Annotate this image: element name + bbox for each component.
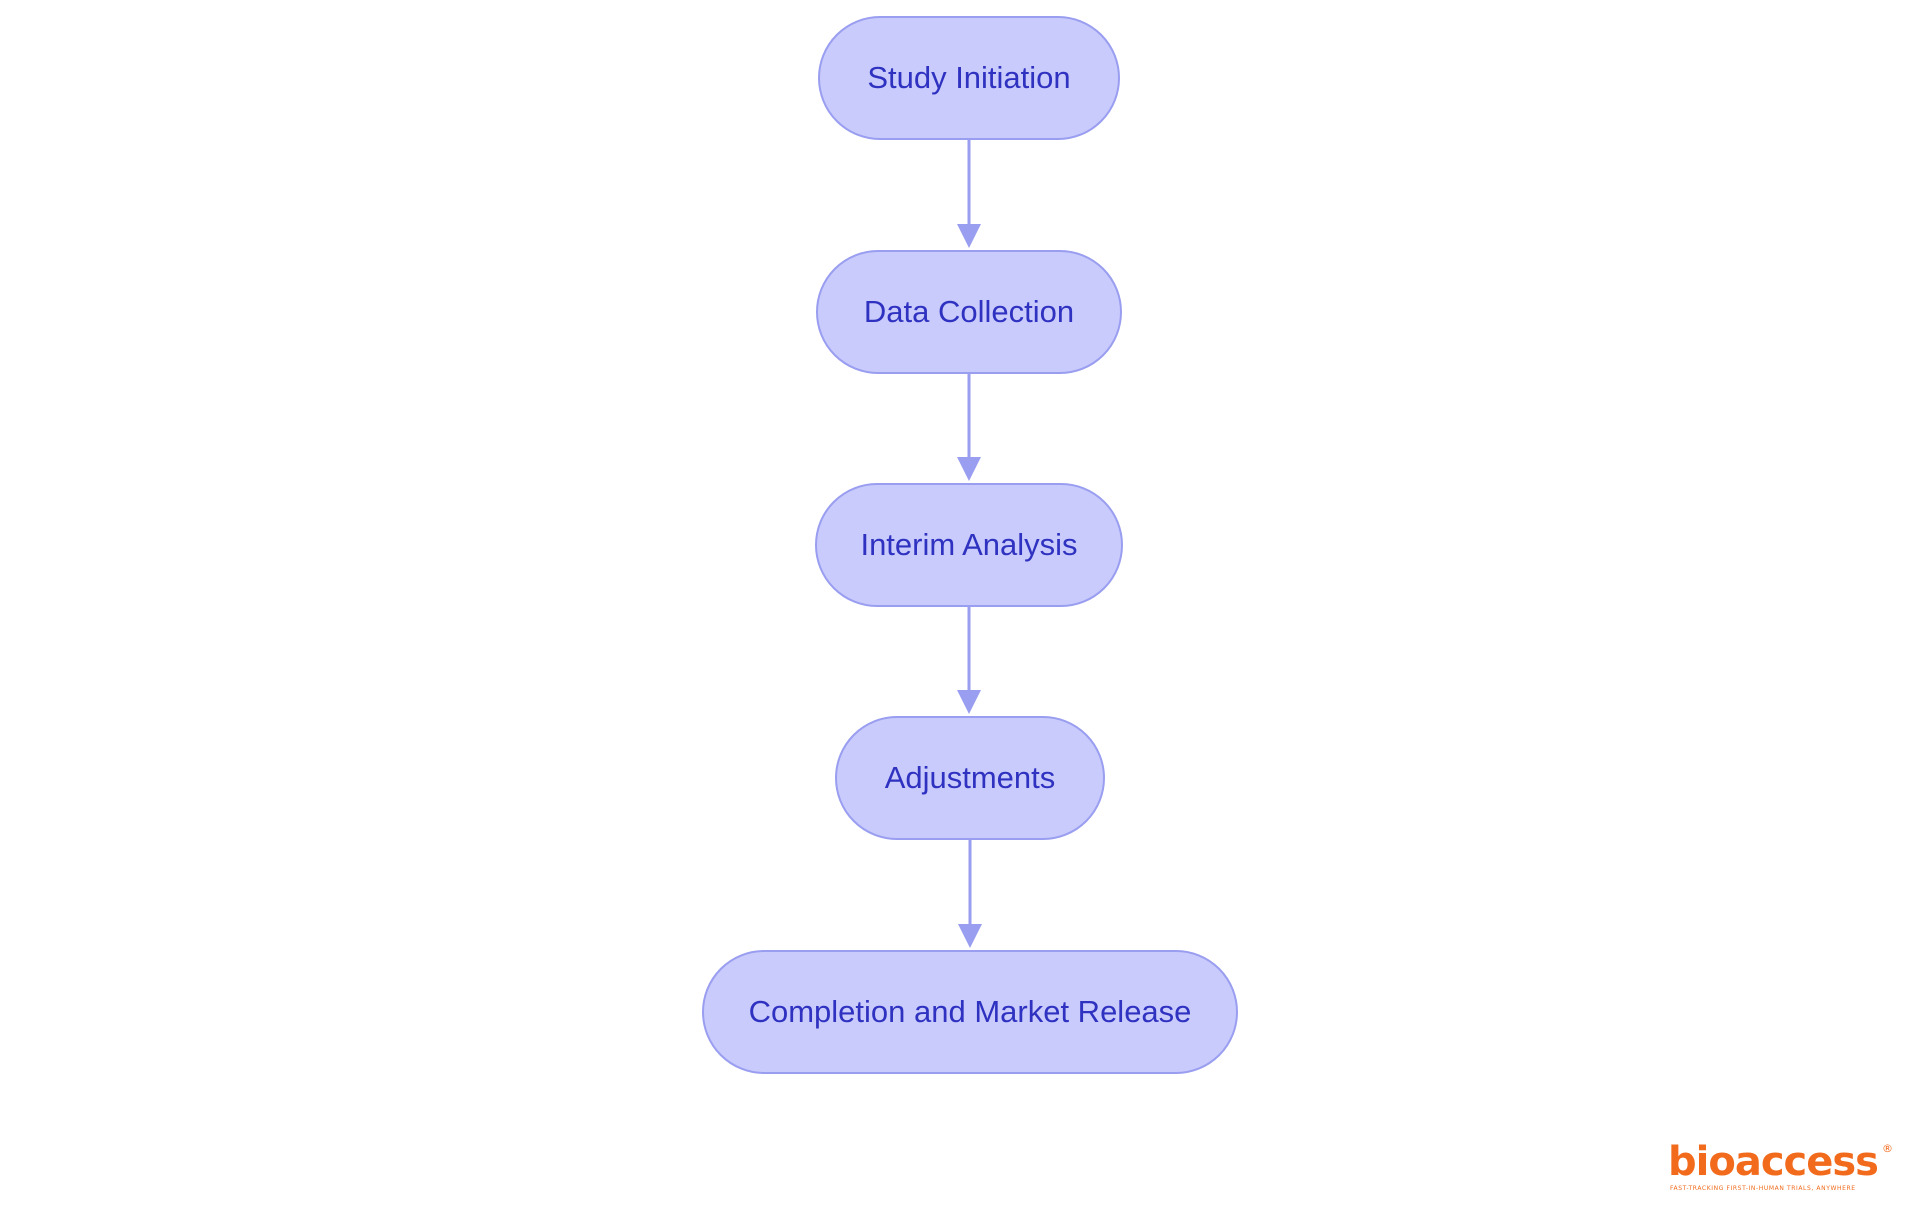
bioaccess-logo: bioaccess ® FAST-TRACKING FIRST-IN-HUMAN… bbox=[1668, 1139, 1893, 1196]
logo-wordmark: bioaccess bbox=[1668, 1139, 1879, 1185]
arrowhead-icon bbox=[958, 924, 982, 948]
node-completion-and-market-release: Completion and Market Release bbox=[702, 950, 1238, 1074]
edge-group bbox=[957, 140, 982, 948]
node-adjustments: Adjustments bbox=[835, 716, 1105, 840]
arrowhead-icon bbox=[957, 224, 981, 248]
node-study-initiation: Study Initiation bbox=[818, 16, 1120, 140]
node-interim-analysis: Interim Analysis bbox=[815, 483, 1123, 607]
node-label: Interim Analysis bbox=[860, 527, 1078, 562]
node-label: Completion and Market Release bbox=[748, 994, 1192, 1029]
node-data-collection: Data Collection bbox=[816, 250, 1122, 374]
registered-mark-icon: ® bbox=[1882, 1142, 1893, 1155]
arrowhead-icon bbox=[957, 457, 981, 481]
logo-tagline: FAST-TRACKING FIRST-IN-HUMAN TRIALS, ANY… bbox=[1670, 1185, 1856, 1192]
node-label: Study Initiation bbox=[867, 60, 1071, 95]
node-label: Adjustments bbox=[884, 760, 1056, 795]
arrowhead-icon bbox=[957, 690, 981, 714]
node-label: Data Collection bbox=[863, 294, 1075, 329]
